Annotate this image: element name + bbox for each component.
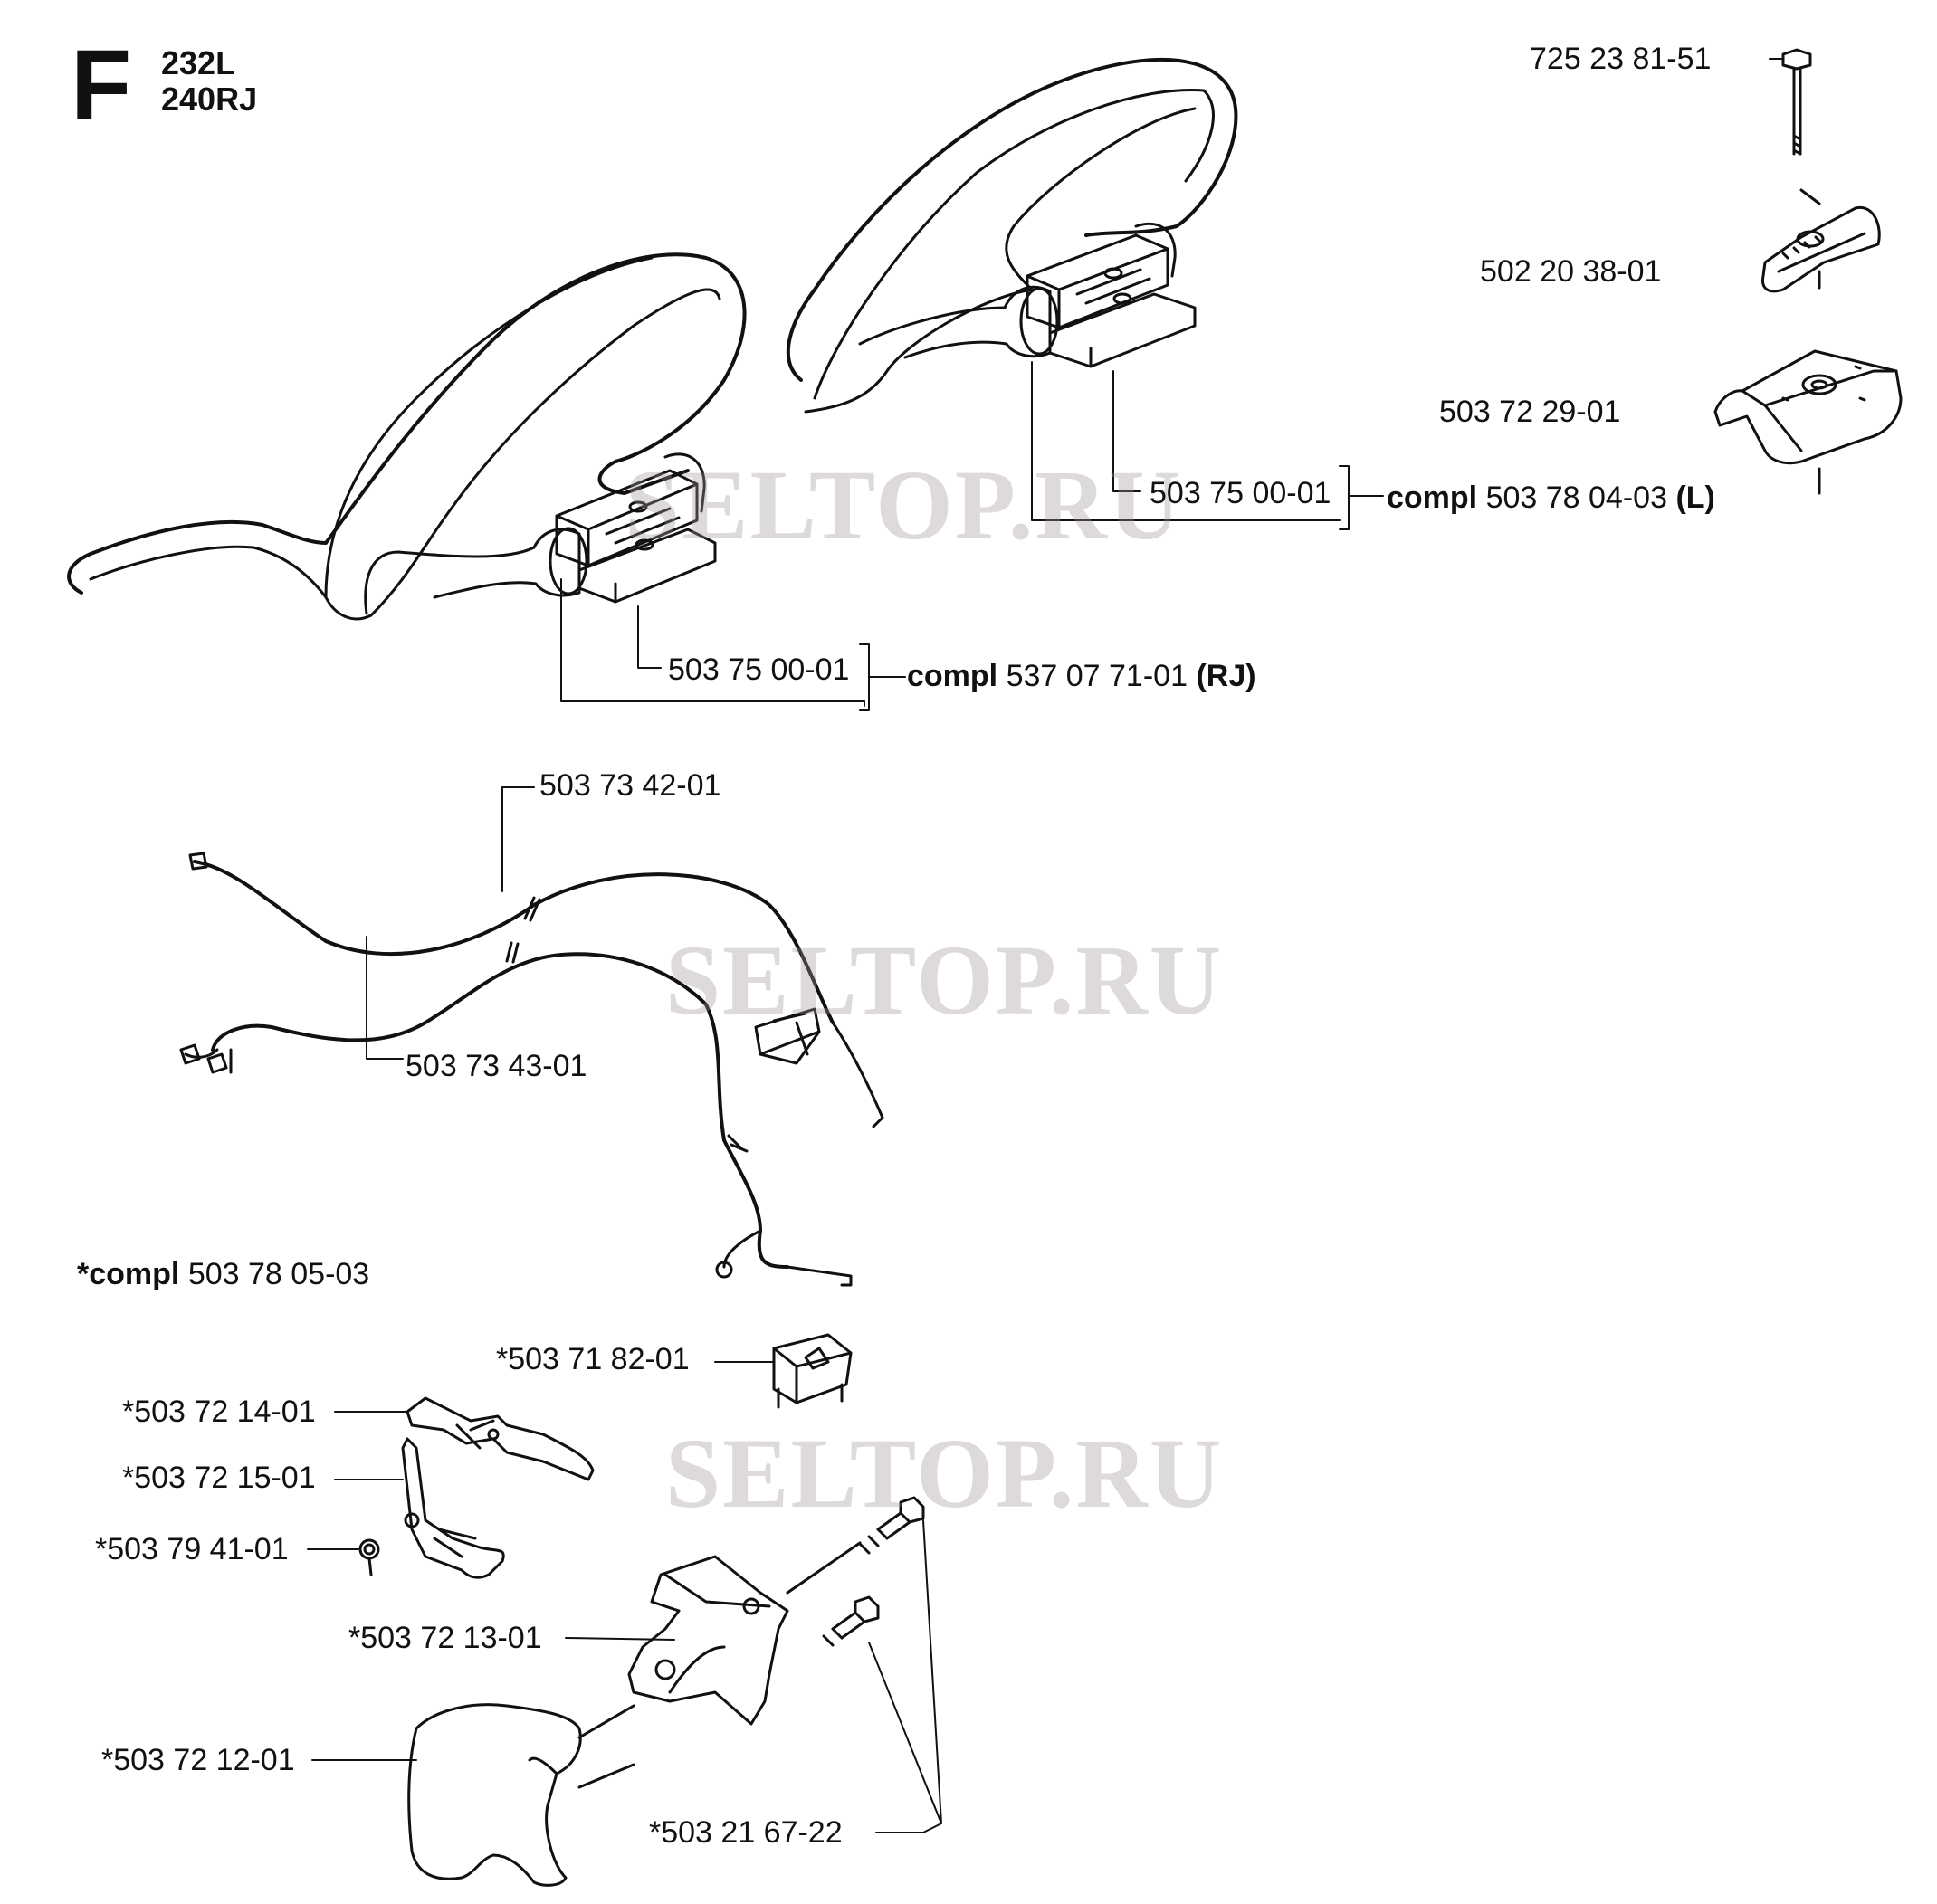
label-handle-half-right: *503 72 13-01	[348, 1621, 542, 1655]
label-kit-rj: compl 537 07 71-01 (RJ)	[907, 658, 1256, 694]
label-kit-l: compl 503 78 04-03 (L)	[1387, 480, 1715, 516]
handle-components-illustration	[307, 1333, 942, 1887]
label-throttle-trigger: *503 72 14-01	[122, 1395, 316, 1429]
label-throttle-lockout: *503 72 15-01	[122, 1461, 316, 1495]
label-handle-half-left: *503 72 12-01	[101, 1743, 295, 1777]
label-cable-1: 503 73 42-01	[539, 768, 721, 803]
cable-harness-illustration	[179, 786, 884, 1287]
model-232l: 232L	[161, 44, 236, 81]
model-240rj: 240RJ	[161, 81, 258, 118]
label-cable-2: 503 73 43-01	[406, 1049, 587, 1083]
watermark: SELTOP.RU	[665, 1418, 1224, 1528]
kit-handle-prefix: *compl	[77, 1257, 180, 1291]
label-clamp-l: 503 75 00-01	[1150, 476, 1331, 510]
kit-l-suffix: (L)	[1675, 481, 1715, 515]
kit-l-prefix: compl	[1387, 481, 1478, 515]
kit-rj-suffix: (RJ)	[1196, 659, 1256, 693]
label-screws: *503 21 67-22	[649, 1815, 843, 1850]
label-clamp-rj: 503 75 00-01	[668, 652, 850, 687]
kit-rj-prefix: compl	[907, 659, 998, 693]
kit-l-number: 503 78 04-03	[1485, 481, 1667, 515]
label-kit-handle: *compl 503 78 05-03	[77, 1256, 369, 1292]
label-spring: *503 79 41-01	[95, 1532, 289, 1566]
label-wing-nut: 502 20 38-01	[1480, 254, 1662, 289]
label-bolt: 725 23 81-51	[1530, 42, 1712, 76]
section-letter: F	[71, 30, 132, 141]
bolt-nut-cover-illustration	[1713, 48, 1903, 495]
watermark: SELTOP.RU	[665, 925, 1224, 1035]
kit-rj-number: 537 07 71-01	[1006, 659, 1188, 693]
label-stop-switch: *503 71 82-01	[496, 1342, 690, 1376]
loop-handle-rj-illustration	[67, 252, 906, 711]
label-clamp-cover: 503 72 29-01	[1439, 395, 1621, 429]
kit-handle-number: 503 78 05-03	[187, 1257, 370, 1291]
watermark: SELTOP.RU	[625, 450, 1183, 560]
loop-handle-l-illustration	[786, 57, 1384, 530]
